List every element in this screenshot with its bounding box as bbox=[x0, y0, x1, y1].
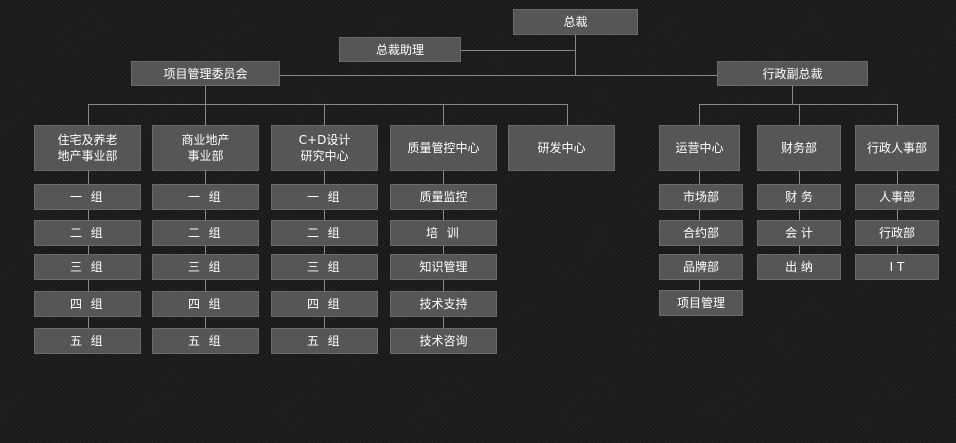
sub-item: 一 组 bbox=[152, 184, 259, 210]
sub-item: 三 组 bbox=[271, 254, 378, 280]
sub-item: 三 组 bbox=[34, 254, 141, 280]
sub-item: I T bbox=[855, 254, 939, 280]
sub-item: 财 务 bbox=[757, 184, 841, 210]
sub-item: 行政部 bbox=[855, 220, 939, 246]
sub-item: 四 组 bbox=[271, 291, 378, 317]
sub-item: 技术咨询 bbox=[390, 328, 497, 354]
sub-item: 二 组 bbox=[34, 220, 141, 246]
sub-item: 合约部 bbox=[659, 220, 743, 246]
sub-item: 市场部 bbox=[659, 184, 743, 210]
sub-item: 质量监控 bbox=[390, 184, 497, 210]
sub-item: 四 组 bbox=[34, 291, 141, 317]
sub-item: 五 组 bbox=[152, 328, 259, 354]
sub-item: 项目管理 bbox=[659, 290, 743, 316]
sub-item: 四 组 bbox=[152, 291, 259, 317]
sub-item: 五 组 bbox=[34, 328, 141, 354]
dept-finance: 财务部 bbox=[757, 125, 841, 171]
sub-item: 一 组 bbox=[34, 184, 141, 210]
sub-item: 品牌部 bbox=[659, 254, 743, 280]
committee-box: 项目管理委员会 bbox=[131, 61, 280, 86]
dept-rnd: 研发中心 bbox=[508, 125, 615, 171]
dept-operations: 运营中心 bbox=[659, 125, 740, 171]
sub-item: 会 计 bbox=[757, 220, 841, 246]
ceo-assistant-box: 总裁助理 bbox=[339, 37, 461, 62]
sub-item: 培 训 bbox=[390, 220, 497, 246]
sub-item: 三 组 bbox=[152, 254, 259, 280]
sub-item: 二 组 bbox=[271, 220, 378, 246]
sub-item: 技术支持 bbox=[390, 291, 497, 317]
dept-cd-design: C+D设计 研究中心 bbox=[271, 125, 378, 171]
sub-item: 五 组 bbox=[271, 328, 378, 354]
dept-quality-control: 质量管控中心 bbox=[390, 125, 497, 171]
sub-item: 一 组 bbox=[271, 184, 378, 210]
exec-vp-box: 行政副总裁 bbox=[717, 61, 868, 86]
dept-commercial: 商业地产 事业部 bbox=[152, 125, 259, 171]
ceo-box: 总裁 bbox=[513, 9, 638, 35]
sub-item: 出 纳 bbox=[757, 254, 841, 280]
sub-item: 人事部 bbox=[855, 184, 939, 210]
sub-item: 二 组 bbox=[152, 220, 259, 246]
sub-item: 知识管理 bbox=[390, 254, 497, 280]
dept-admin-hr: 行政人事部 bbox=[855, 125, 939, 171]
dept-residential-elderly: 住宅及养老 地产事业部 bbox=[34, 125, 141, 171]
